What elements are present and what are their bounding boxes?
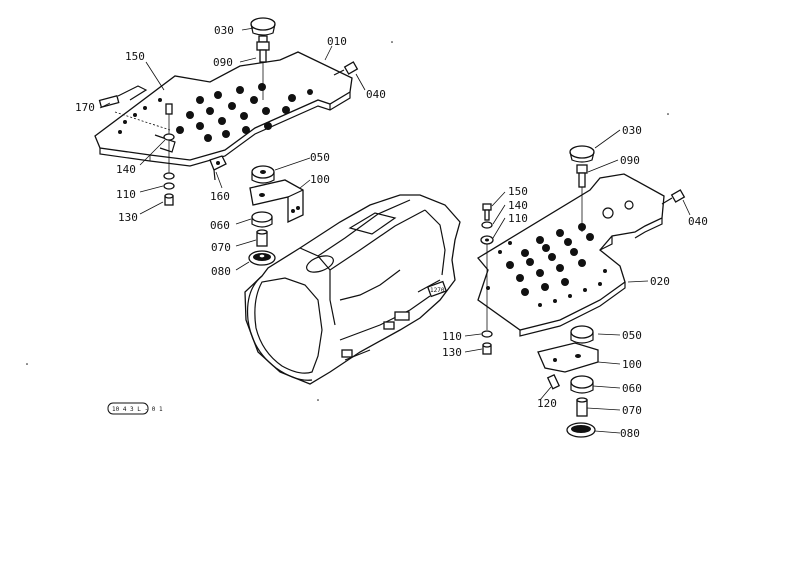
left-cushion-050 [251,165,275,184]
right-nut-130 [482,342,492,355]
right-cushion-050 [570,325,594,344]
label-110-right-bottom: 110 [442,330,462,343]
part-labels: 030 090 010 040 150 170 140 110 130 160 … [75,24,708,440]
label-150-right: 150 [508,185,528,198]
housing-mark: 1270 [430,287,445,294]
label-140-left: 140 [116,163,136,176]
label-170: 170 [75,101,95,114]
label-100-left: 100 [310,173,330,186]
right-bolt-090 [576,164,588,232]
left-bracket-100 [249,179,304,224]
label-150-left: 150 [125,50,145,63]
label-070-right: 070 [622,404,642,417]
stray-dot [667,113,669,115]
leader-lines [99,27,691,434]
left-bolt-090 [256,41,270,100]
label-060-left: 060 [210,219,230,232]
label-040-left: 040 [366,88,386,101]
label-100-right: 100 [622,358,642,371]
left-clip-160 [209,155,227,181]
stray-dot [391,41,393,43]
stray-dot [26,363,28,365]
right-plate-080 [566,422,596,438]
right-plate-holes [486,223,607,307]
left-nut-130 [164,193,174,206]
label-010: 010 [327,35,347,48]
right-bolt-150 [482,203,492,221]
label-110-left: 110 [116,188,136,201]
right-bolt-120 [546,374,561,390]
left-knob-030 [250,17,276,43]
left-collar-070 [256,229,268,247]
label-160: 160 [210,190,230,203]
label-050-left: 050 [310,151,330,164]
transmission-housing: 1270 [244,194,461,385]
label-040-right: 040 [688,215,708,228]
label-060-right: 060 [622,382,642,395]
right-collar-070 [576,397,588,417]
label-080-left: 080 [211,265,231,278]
right-washer-140 [481,221,493,229]
label-030-right: 030 [622,124,642,137]
right-washer-110-top [480,235,494,245]
label-090-right: 090 [620,154,640,167]
label-050-right: 050 [622,329,642,342]
left-bolt-040 [333,61,359,76]
right-washer-110-bottom [481,330,493,338]
label-130-right: 130 [442,346,462,359]
left-rod-150 [165,103,173,136]
diagram-code-badge: 10 4 3 L - 0 1 [107,402,163,415]
left-step-plate [94,51,353,167]
right-step-plate [477,173,665,337]
right-cushion-060 [570,375,594,394]
left-washers-140-110 [163,133,175,190]
left-pin-170 [98,85,148,108]
left-plate-080 [248,250,276,266]
left-cushion-060 [251,211,273,228]
label-120: 120 [537,397,557,410]
right-bolt-040 [661,189,686,205]
label-140-right: 140 [508,199,528,212]
label-090-left: 090 [213,56,233,69]
label-020: 020 [650,275,670,288]
label-070-left: 070 [211,241,231,254]
label-110-right-top: 110 [508,212,528,225]
right-bracket-100 [537,342,599,373]
stray-dot [317,399,319,401]
left-plate-holes [118,83,313,142]
label-130-left: 130 [118,211,138,224]
diagram-code: 10 4 3 L - 0 1 [112,406,163,413]
label-030-left: 030 [214,24,234,37]
right-knob-030 [569,145,595,163]
label-080-right: 080 [620,427,640,440]
